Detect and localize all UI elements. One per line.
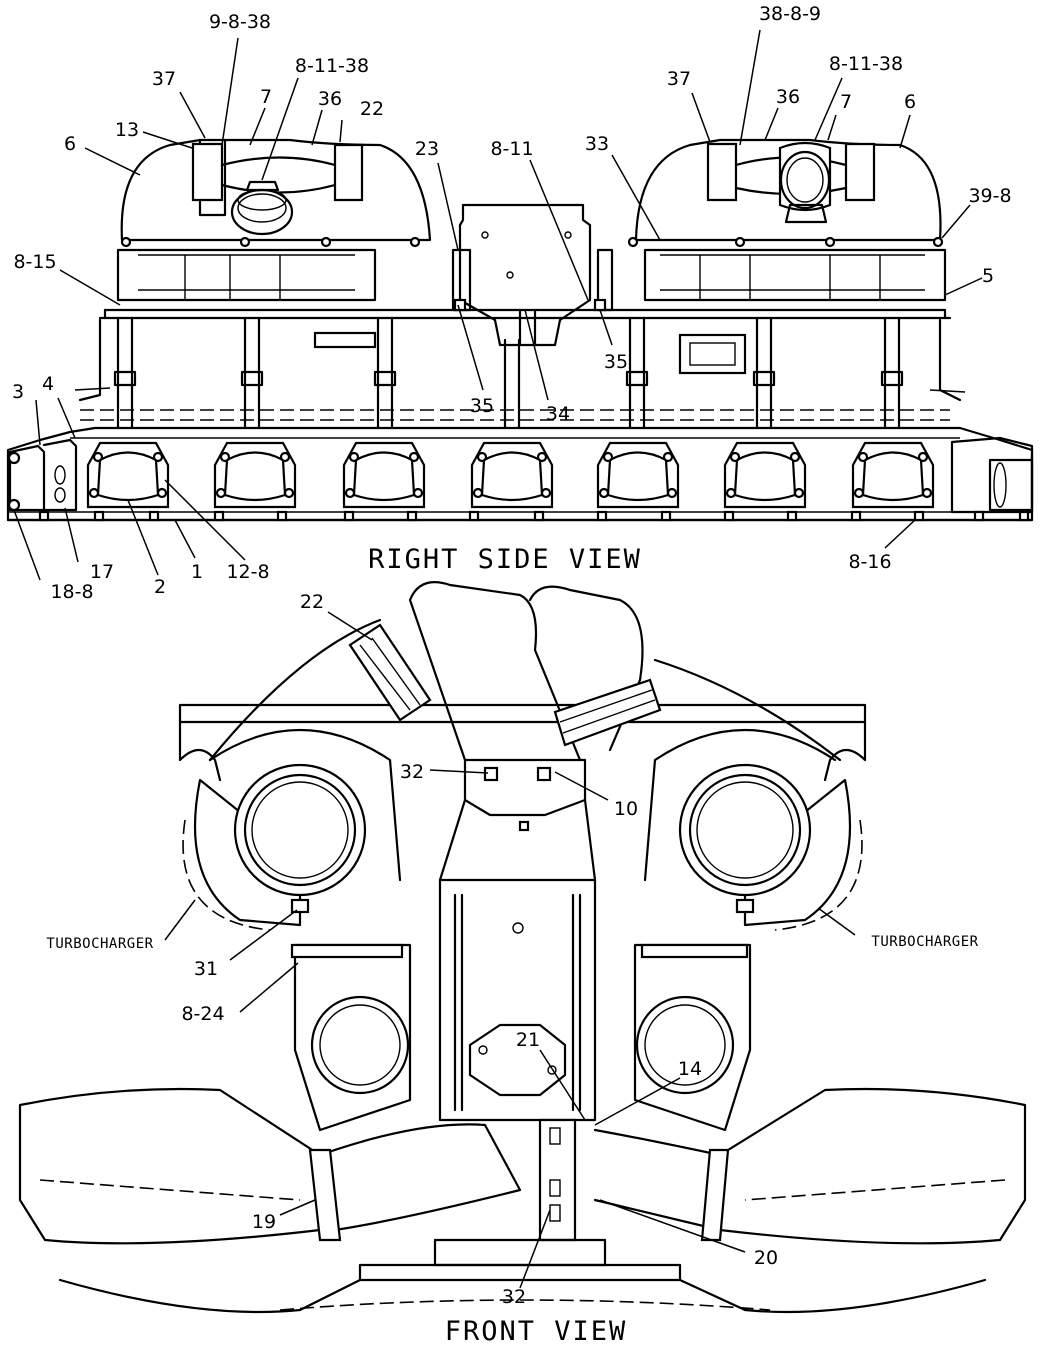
base-bolts (38, 510, 1030, 522)
callout-22-side: 22 (360, 98, 384, 120)
right-outlet (633, 943, 752, 1132)
callout-8-15: 8-15 (13, 251, 56, 273)
callout-35-left: 35 (470, 395, 494, 417)
bottom-assembly (18, 1087, 1027, 1314)
turbocharger-label-left: TURBOCHARGER (46, 936, 153, 952)
callout-19: 19 (252, 1211, 276, 1233)
right-side-view (6, 138, 1034, 522)
callout-7-left: 7 (260, 86, 272, 108)
exhaust-ports (86, 441, 935, 509)
callout-22-front: 22 (300, 591, 324, 613)
center-housing (451, 203, 614, 347)
mounting-plate (98, 308, 952, 375)
callout-8-11-38-right: 8-11-38 (829, 53, 903, 75)
callout-23: 23 (415, 138, 439, 160)
callout-4: 4 (42, 373, 54, 395)
callout-32-bottom: 32 (502, 1286, 526, 1308)
callout-8-24: 8-24 (181, 1003, 224, 1025)
callout-1: 1 (191, 561, 203, 583)
callout-8-11-38-left: 8-11-38 (295, 55, 369, 77)
callouts: 9-8-38 37 8-11-38 7 36 22 13 6 23 8-11 3… (12, 3, 1012, 1308)
callout-35-right: 35 (604, 351, 628, 373)
front-view-title: FRONT VIEW (445, 1316, 628, 1347)
left-outlet (290, 943, 412, 1132)
leader-lines (13, 29, 983, 1289)
callout-10: 10 (614, 798, 638, 820)
callout-6-left: 6 (64, 133, 76, 155)
callout-5: 5 (982, 265, 994, 287)
right-turbocharger (643, 729, 863, 931)
exhaust-port-3 (342, 441, 426, 509)
callout-36-left: 36 (318, 88, 342, 110)
callout-32-top: 32 (400, 761, 424, 783)
left-turbo-housing (116, 138, 432, 302)
upper-ducting (208, 581, 842, 762)
exhaust-port-6 (723, 441, 807, 509)
right-turbo-housing (627, 138, 947, 302)
center-column (438, 758, 597, 1122)
callout-2: 2 (154, 576, 166, 598)
callout-36-right: 36 (776, 86, 800, 108)
callout-12-8: 12-8 (226, 561, 269, 583)
callout-6-right: 6 (904, 91, 916, 113)
callout-34: 34 (546, 403, 570, 425)
callout-13: 13 (115, 119, 139, 141)
turbocharger-label-right: TURBOCHARGER (871, 934, 978, 950)
callout-20: 20 (754, 1247, 778, 1269)
callout-37-right: 37 (667, 68, 691, 90)
callout-14: 14 (678, 1058, 702, 1080)
callout-9-8-38: 9-8-38 (209, 11, 271, 33)
callout-37-left: 37 (152, 68, 176, 90)
exhaust-port-4 (470, 441, 554, 509)
support-columns (74, 316, 966, 430)
exhaust-port-5 (596, 441, 680, 509)
callout-31: 31 (194, 958, 218, 980)
callout-39-8: 39-8 (968, 185, 1011, 207)
exhaust-port-1 (86, 441, 170, 509)
front-view (18, 581, 1027, 1314)
callout-8-11: 8-11 (490, 138, 533, 160)
callout-8-16: 8-16 (848, 551, 891, 573)
callout-7-right: 7 (840, 91, 852, 113)
callout-17: 17 (90, 561, 114, 583)
exhaust-manifold-body (6, 409, 1034, 522)
right-side-view-title: RIGHT SIDE VIEW (368, 544, 642, 575)
callout-18-8: 18-8 (50, 581, 93, 603)
callout-21: 21 (516, 1029, 540, 1051)
callout-38-8-9: 38-8-9 (759, 3, 821, 25)
exhaust-port-7 (851, 441, 935, 509)
callout-33: 33 (585, 133, 609, 155)
left-turbocharger (182, 729, 402, 931)
callout-3: 3 (12, 381, 24, 403)
exhaust-port-2 (213, 441, 297, 509)
